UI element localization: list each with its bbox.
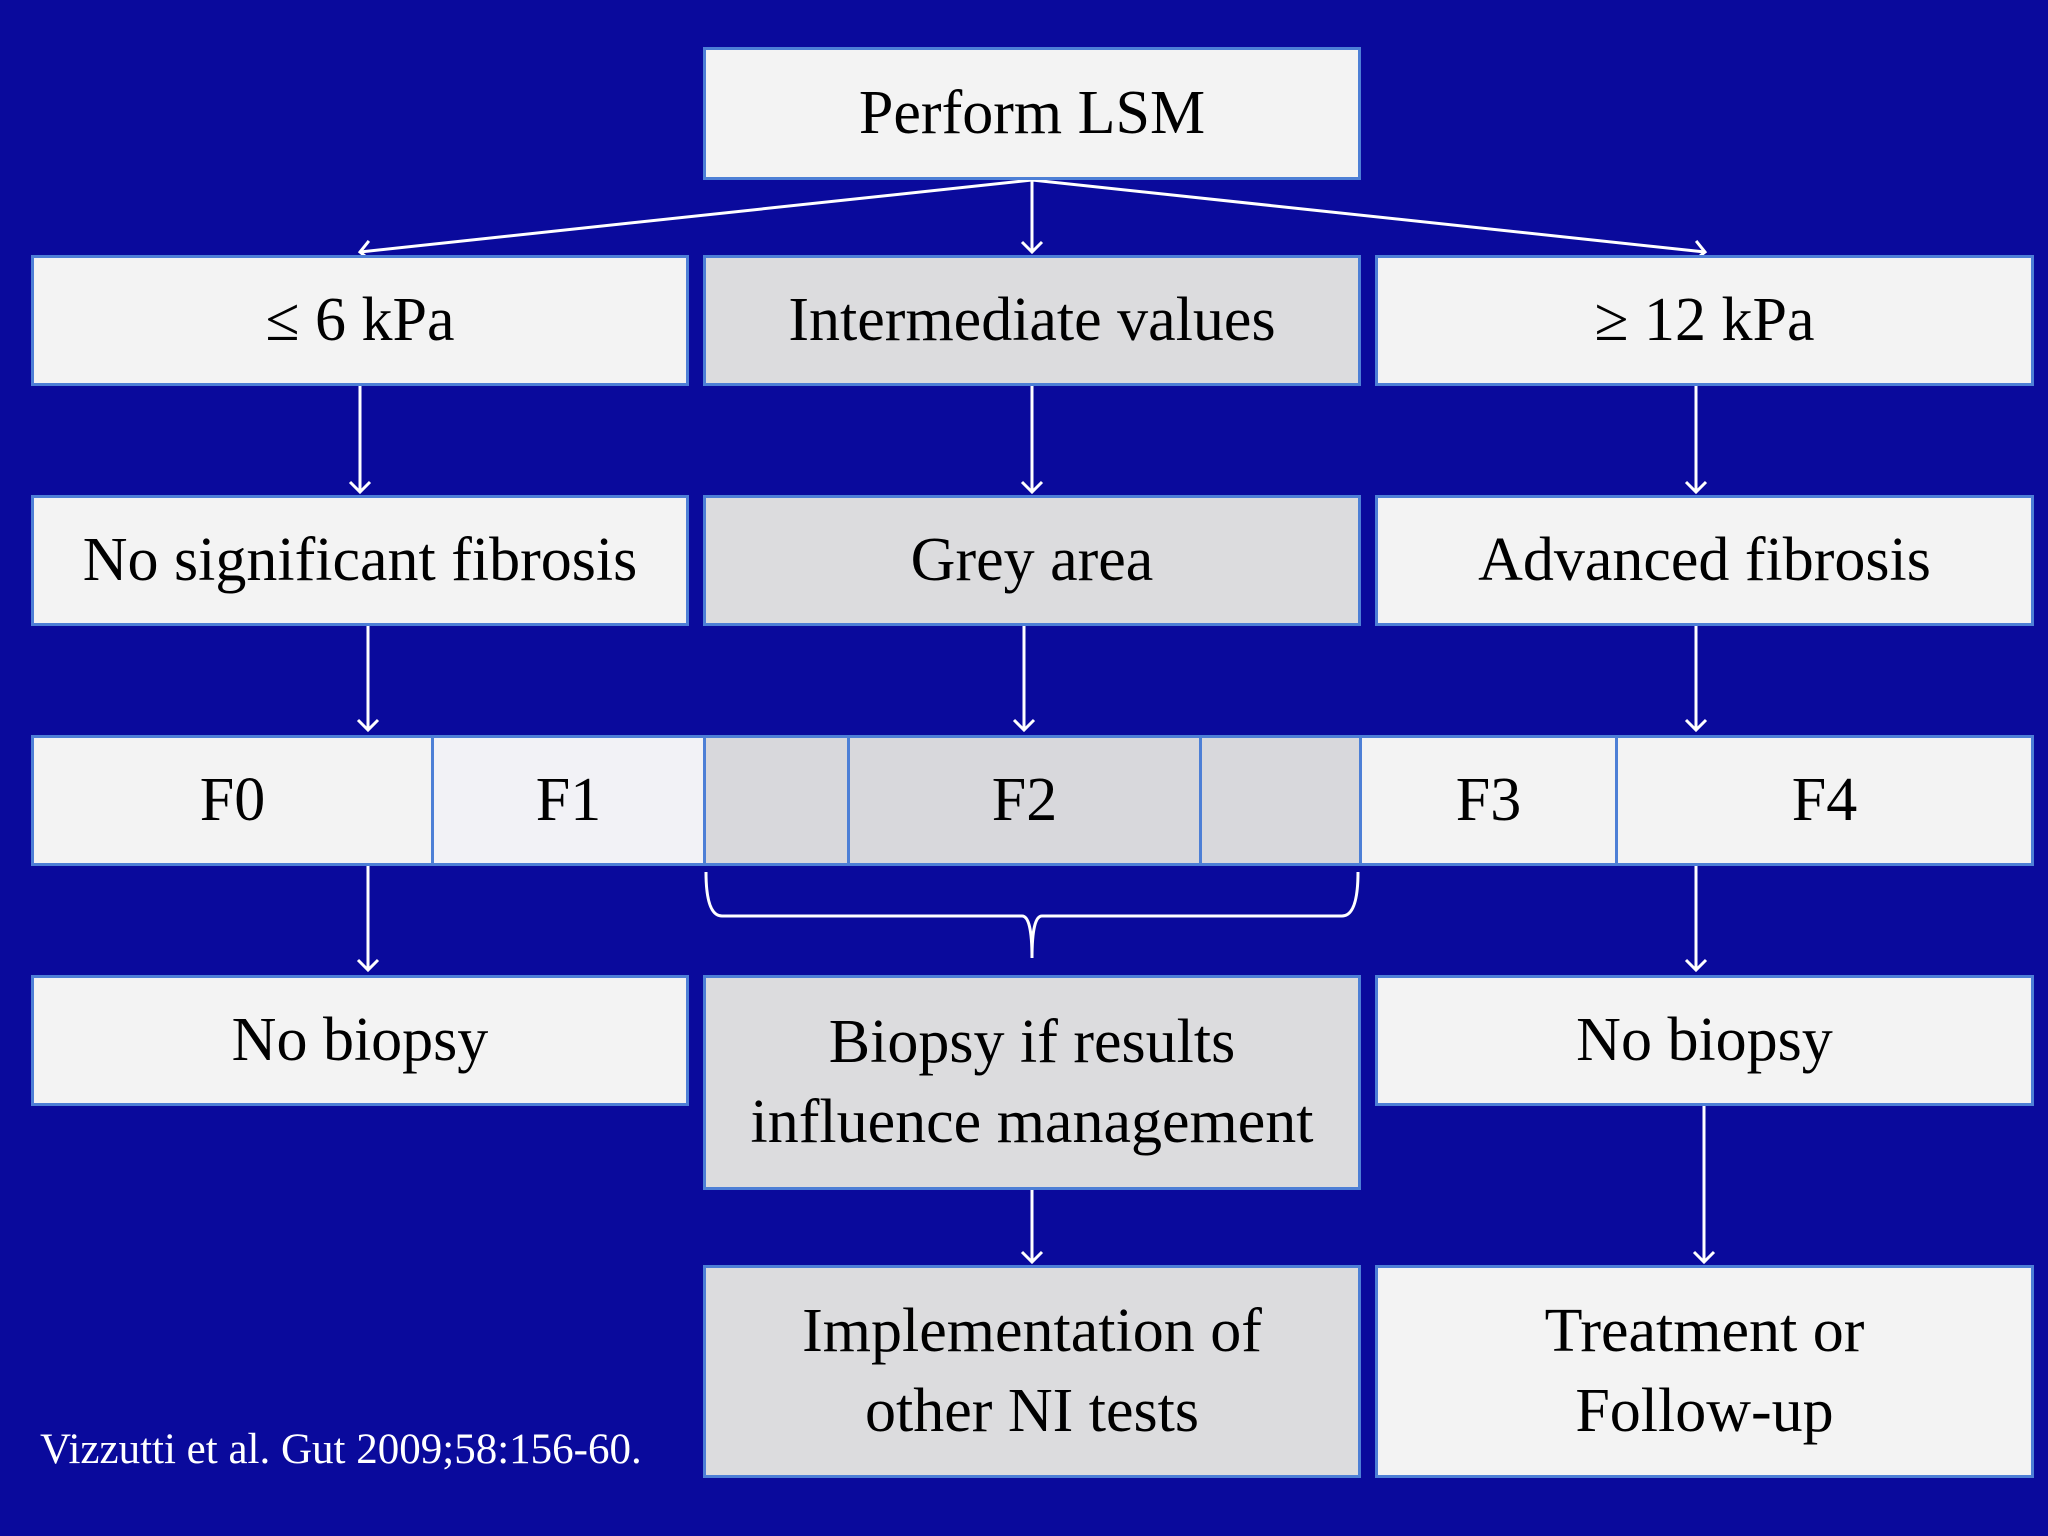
no-significant-fibrosis-label: No significant fibrosis	[82, 525, 638, 594]
stage-f1-f2-grey	[706, 738, 850, 863]
no-biopsy-left-label: No biopsy	[231, 1005, 489, 1074]
grey-area-box: Grey area	[703, 495, 1361, 626]
perform-lsm-label: Perform LSM	[858, 78, 1206, 147]
arrow-lsm-to-low	[357, 178, 1033, 263]
intermediate-values-box: Intermediate values	[703, 255, 1361, 386]
treatment-line2: Follow-up	[1575, 1376, 1834, 1445]
no-significant-fibrosis-box: No significant fibrosis	[31, 495, 689, 626]
low-threshold-label: ≤ 6 kPa	[265, 285, 455, 354]
treatment-follow-up-box: Treatment or Follow-up	[1375, 1265, 2034, 1478]
stage-f1: F1	[434, 738, 706, 863]
citation-text: Vizzutti et al. Gut 2009;58:156-60.	[40, 1426, 642, 1473]
stage-f4-label: F4	[1791, 765, 1858, 834]
stage-f2-f3-grey	[1202, 738, 1362, 863]
stage-f4: F4	[1618, 738, 2031, 863]
other-ni-tests-line2: other NI tests	[864, 1376, 1200, 1445]
biopsy-if-results-line2: influence management	[750, 1087, 1314, 1156]
stage-f3: F3	[1362, 738, 1618, 863]
intermediate-values-label: Intermediate values	[788, 285, 1276, 354]
high-threshold-label: ≥ 12 kPa	[1594, 285, 1815, 354]
low-threshold-box: ≤ 6 kPa	[31, 255, 689, 386]
other-ni-tests-box: Implementation of other NI tests	[703, 1265, 1361, 1478]
treatment-line1: Treatment or	[1544, 1297, 1865, 1366]
other-ni-tests-line1: Implementation of	[802, 1297, 1262, 1366]
advanced-fibrosis-box: Advanced fibrosis	[1375, 495, 2034, 626]
stage-f1-label: F1	[535, 765, 602, 834]
no-biopsy-left-box: No biopsy	[31, 975, 689, 1106]
biopsy-if-results-line1: Biopsy if results	[828, 1008, 1236, 1077]
perform-lsm-box: Perform LSM	[703, 47, 1361, 180]
arrow-lsm-to-high	[1031, 178, 1708, 263]
stage-f0: F0	[34, 738, 434, 863]
advanced-fibrosis-label: Advanced fibrosis	[1478, 525, 1931, 594]
stage-f2: F2	[850, 738, 1202, 863]
grey-area-label: Grey area	[910, 525, 1154, 594]
no-biopsy-right-label: No biopsy	[1576, 1005, 1833, 1074]
fibrosis-stage-bar: F0 F1 F2 F3 F4	[31, 735, 2034, 866]
high-threshold-box: ≥ 12 kPa	[1375, 255, 2034, 386]
stage-f0-label: F0	[199, 765, 266, 834]
grey-zone-brace	[704, 871, 1360, 959]
no-biopsy-right-box: No biopsy	[1375, 975, 2034, 1106]
stage-f2-label: F2	[991, 765, 1058, 834]
stage-f3-label: F3	[1455, 765, 1522, 834]
biopsy-if-results-box: Biopsy if results influence management	[703, 975, 1361, 1190]
